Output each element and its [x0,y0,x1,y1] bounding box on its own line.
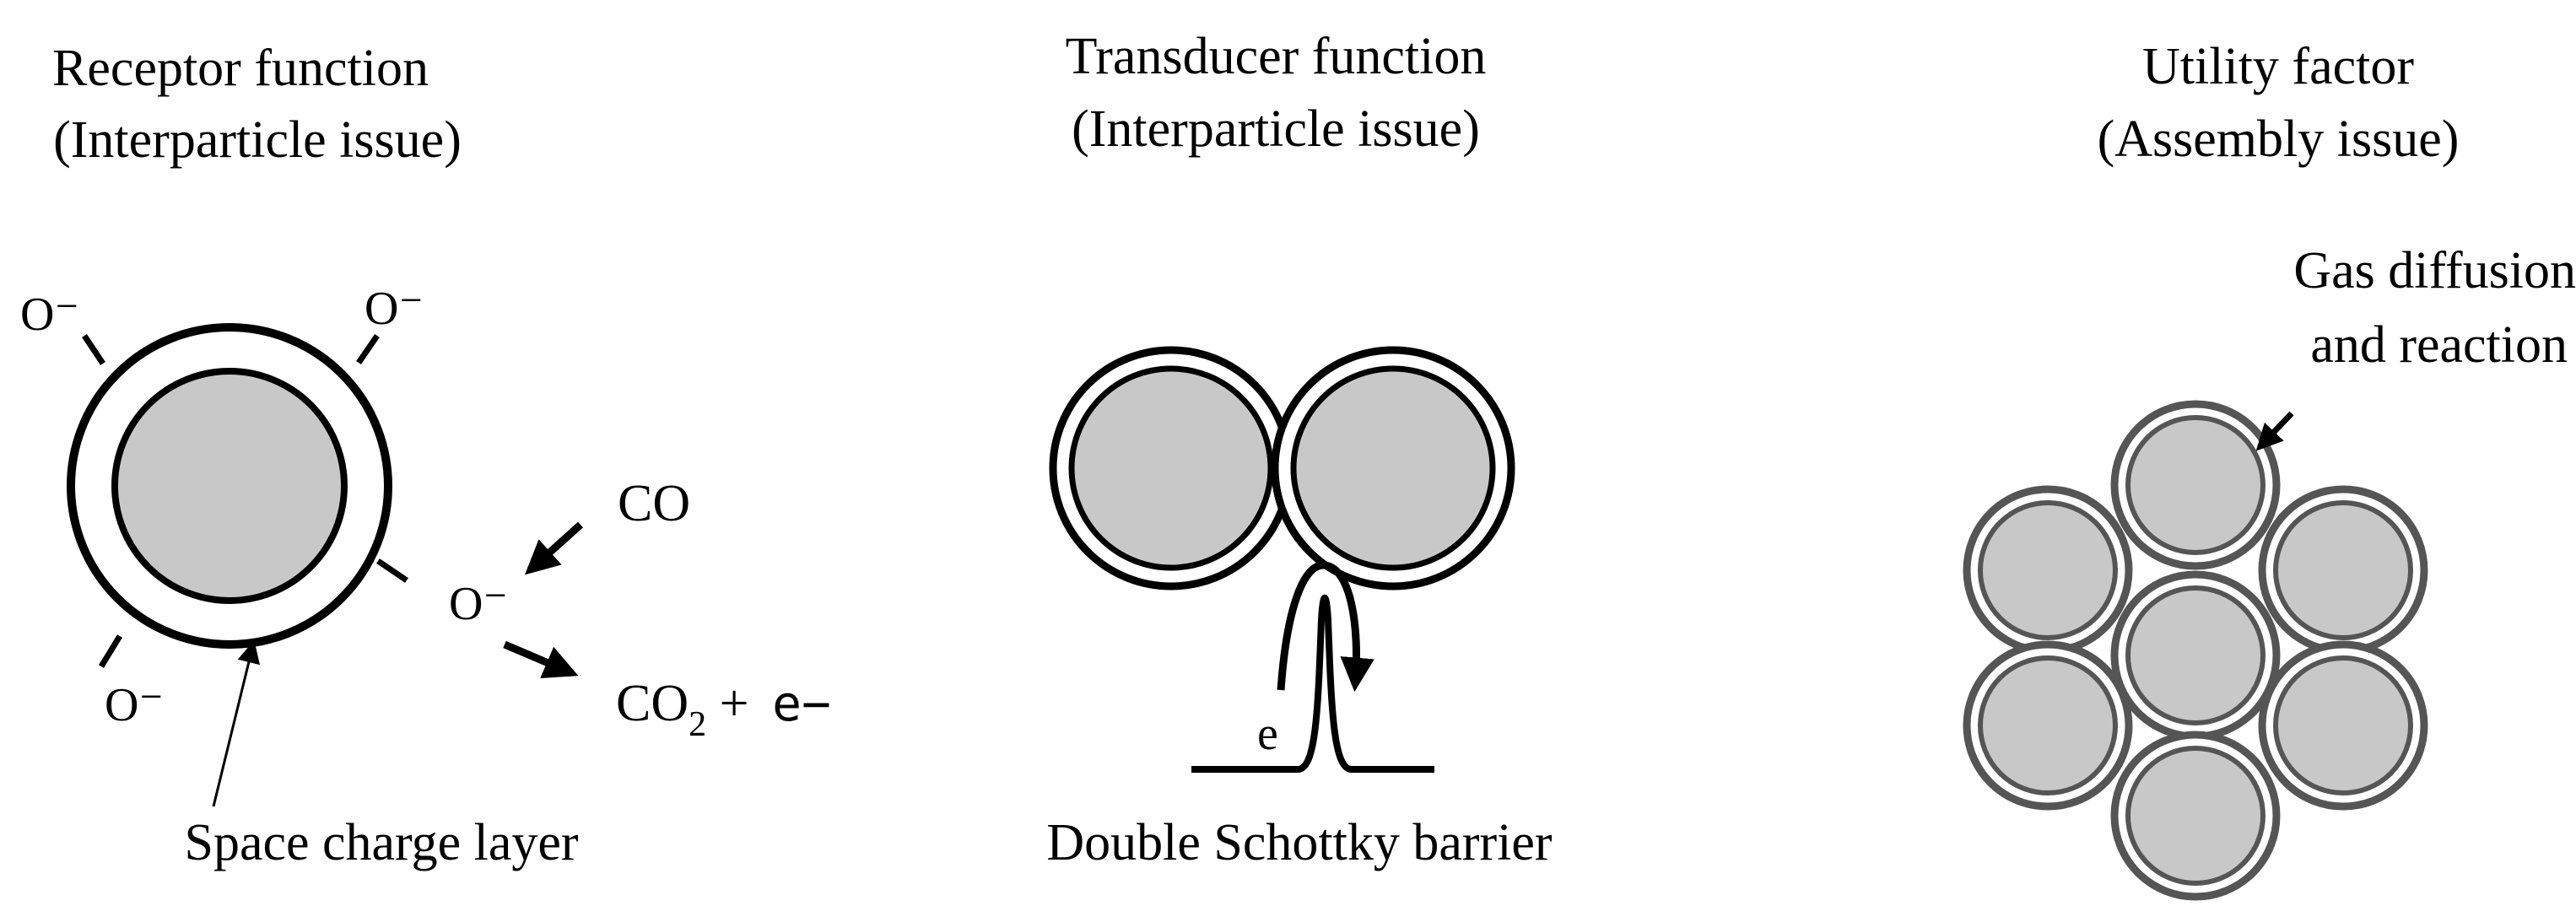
ion-label: O⁻ [449,578,508,630]
particle-assembly [1963,400,2428,901]
utility-subtitle: (Assembly issue) [2097,111,2460,168]
co-arrow [524,521,584,575]
adsorbate-stub [376,558,408,583]
co2-subscript: 2 [689,705,707,744]
ion-label: O⁻ [20,289,79,341]
adsorbate-stub [82,334,105,365]
cluster-particle-core [2125,746,2265,886]
co2-arrow [503,640,579,678]
receptor-subtitle: (Interparticle issue) [53,111,462,169]
gas-diffusion-note: Gas diffusion [2293,242,2576,299]
ion-label: O⁻ [365,283,424,335]
space-charge-pointer [212,639,260,807]
co2-product: CO2 + e− [616,675,831,742]
receptor-panel [67,323,584,807]
space-charge-caption: Space charge layer [184,814,579,871]
transducer-subtitle: (Interparticle issue) [1072,100,1480,158]
cluster-particle-core [2273,655,2413,795]
receptor-title: Receptor function [52,40,429,97]
reaction-note: and reaction [2310,316,2568,374]
electron-label: e− [772,675,831,732]
ion-label: O⁻ [105,679,164,731]
electron-hop-arrow [1277,561,1374,693]
cluster-particle-core [2125,415,2265,555]
schottky-caption: Double Schottky barrier [1046,814,1553,871]
co-label: CO [618,475,691,532]
adsorbate-stub [356,334,380,364]
utility-title: Utility factor [2142,38,2414,95]
barrier-profile [1191,595,1434,773]
co2-label: CO [616,675,689,732]
plus-sign: + [719,675,749,732]
transducer-panel [1049,346,1515,773]
grain-right-core [1290,365,1496,571]
cluster-particle-core [1978,500,2118,640]
cluster-particle-core [2273,500,2413,640]
particle-core [111,368,348,604]
gas-diffusion-arrow [2255,411,2294,451]
cluster-particle-core [2125,585,2265,725]
utility-panel [1963,400,2428,901]
transducer-title: Transducer function [1065,28,1487,85]
cluster-particle-core [1978,655,2118,795]
electron-symbol: e [1257,708,1278,760]
adsorbate-stub [99,634,122,668]
grain-left-core [1068,365,1274,571]
